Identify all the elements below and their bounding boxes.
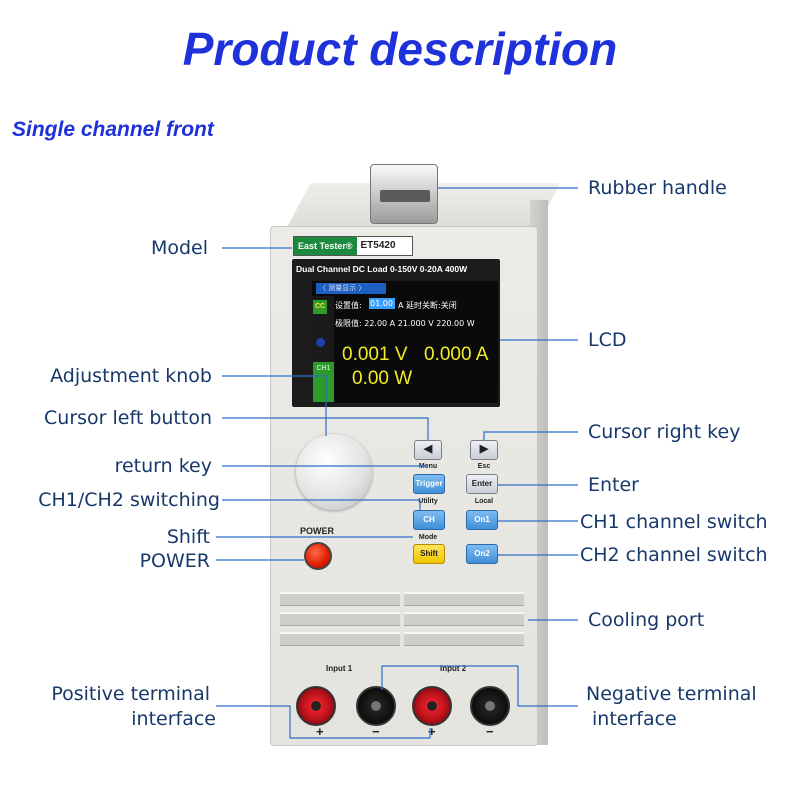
input1-label: Input 1 [326, 664, 353, 673]
on1-button[interactable]: On1 [466, 510, 498, 530]
input1-positive-terminal[interactable] [296, 686, 336, 726]
input1-negative-terminal[interactable] [356, 686, 396, 726]
menu-caption: Menu [418, 463, 438, 470]
cooling-vent [404, 612, 524, 626]
utility-caption: Utility [418, 498, 438, 505]
model-badge: East Tester® ET5420 [293, 236, 413, 256]
local-caption: Local [474, 498, 494, 505]
label-lcd: LCD [588, 329, 627, 351]
cooling-vent [280, 592, 400, 606]
channel-badge: CH1 [313, 362, 334, 402]
minus-symbol: − [486, 724, 494, 739]
lcd-current: 0.000 A [424, 344, 489, 365]
label-positive-terminal: Positive terminal [51, 683, 210, 705]
on2-button[interactable]: On2 [466, 544, 498, 564]
brand-name: East Tester® [294, 237, 357, 255]
trigger-button[interactable]: Trigger [413, 474, 445, 494]
label-enter: Enter [588, 474, 639, 496]
lcd-voltage: 0.001 V [342, 344, 408, 365]
label-power: POWER [139, 550, 210, 572]
esc-caption: Esc [477, 463, 491, 470]
label-negative-terminal: Negative terminal [586, 683, 757, 705]
label-model: Model [150, 237, 208, 259]
page-title: Product description [182, 23, 618, 75]
section-subtitle: Single channel front [12, 118, 214, 141]
ch-button[interactable]: CH [413, 510, 445, 530]
label-ch-switching: CH1/CH2 switching [38, 489, 220, 511]
enter-button[interactable]: Enter [466, 474, 498, 494]
cc-mode-badge: CC [313, 300, 327, 314]
label-cursor-left: Cursor left button [44, 407, 212, 429]
cursor-left-button[interactable]: ◀ [414, 440, 442, 460]
adjustment-knob[interactable] [296, 434, 372, 510]
lcd-set-value: 01.00 [369, 298, 395, 309]
lcd-limit-line: 极限值: 22.00 A 21.000 V 220.00 W [335, 319, 475, 328]
mode-caption: Mode [418, 534, 438, 541]
lcd-set-rest: A 延时关断:关闭 [398, 301, 457, 310]
input2-positive-terminal[interactable] [412, 686, 452, 726]
label-rubber-handle: Rubber handle [588, 177, 727, 199]
label-adjustment-knob: Adjustment knob [50, 365, 212, 387]
cooling-vent [280, 612, 400, 626]
cooling-vent [404, 592, 524, 606]
label-negative-terminal-interface: interface [592, 708, 677, 730]
minus-symbol: − [372, 724, 380, 739]
screen-caption: Dual Channel DC Load 0-150V 0-20A 400W [296, 264, 468, 274]
lcd-screen [312, 281, 498, 403]
input2-label: Input 2 [440, 664, 467, 673]
label-shift: Shift [166, 526, 210, 548]
label-ch2-switch: CH2 channel switch [580, 544, 768, 566]
cooling-vent [404, 632, 524, 646]
plus-symbol: + [316, 724, 324, 739]
shift-button[interactable]: Shift [413, 544, 445, 564]
plus-symbol: + [428, 724, 436, 739]
handle-slot [380, 190, 430, 202]
lcd-set-label: 设置值: [335, 301, 362, 310]
cursor-right-button[interactable]: ▶ [470, 440, 498, 460]
model-number: ET5420 [360, 240, 396, 251]
label-ch1-switch: CH1 channel switch [580, 511, 768, 533]
power-caption: POWER [300, 526, 335, 536]
cooling-vent [280, 632, 400, 646]
lcd-power: 0.00 W [352, 368, 413, 389]
label-cooling-port: Cooling port [588, 609, 705, 631]
label-return-key: return key [114, 455, 212, 477]
lcd-tab: 〈 测量显示 〉 [316, 283, 386, 294]
status-dot [316, 338, 325, 347]
input2-negative-terminal[interactable] [470, 686, 510, 726]
power-button[interactable] [304, 542, 332, 570]
label-positive-terminal-interface: interface [131, 708, 216, 730]
label-cursor-right: Cursor right key [588, 421, 741, 443]
